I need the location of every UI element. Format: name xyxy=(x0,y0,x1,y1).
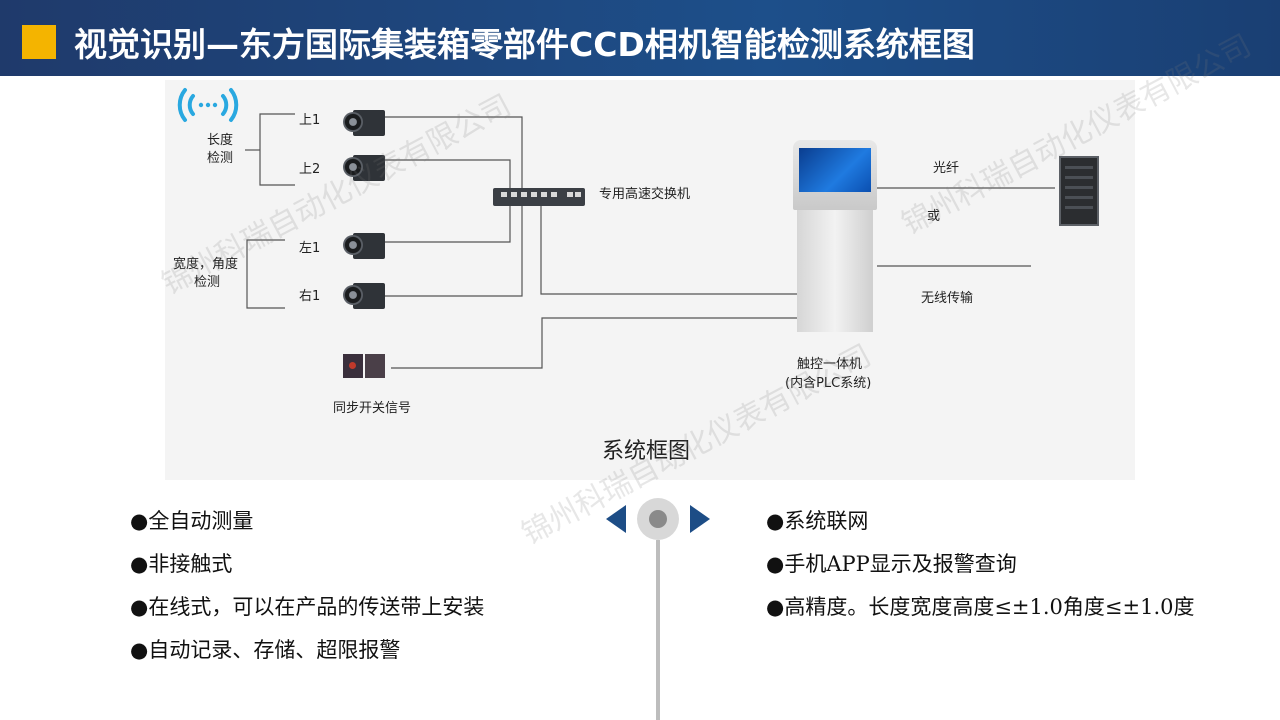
group-length-label-2: 检测 xyxy=(207,151,234,166)
features-left: ●全自动测量 ●非接触式 ●在线式，可以在产品的传送带上安装 ●自动记录、存储、… xyxy=(130,500,484,672)
terminal-label: 触控一体机 xyxy=(797,357,863,372)
bracket-length xyxy=(259,113,295,186)
line-cam-up1 xyxy=(385,116,523,188)
group-width-label-2: 检测 xyxy=(194,275,221,290)
server-rack-icon xyxy=(1059,156,1099,226)
photoelectric-sensor-icon xyxy=(343,352,387,380)
arrow-right-icon[interactable] xyxy=(690,505,710,533)
page-title: 视觉识别—东方国际集装箱零部件CCD相机智能检测系统框图 xyxy=(74,25,975,64)
camera-icon xyxy=(343,231,387,261)
nav-center-button[interactable] xyxy=(637,498,679,540)
sync-signal-label: 同步开关信号 xyxy=(333,401,412,416)
arrow-left-icon[interactable] xyxy=(606,505,626,533)
system-diagram: 长度 检测 宽度，角度 检测 上1 上2 左1 右1 专用高速交换机 同步开关信… xyxy=(165,80,1135,480)
bracket-width xyxy=(246,239,285,309)
square-icon xyxy=(22,25,56,59)
line-sensor-kiosk xyxy=(391,317,797,369)
network-switch-icon xyxy=(493,188,585,206)
feature-item: ●非接触式 xyxy=(130,552,233,576)
features-right: ●系统联网 ●手机APP显示及报警查询 ●高精度。长度宽度高度≤±1.0角度≤±… xyxy=(766,500,1195,629)
feature-item: ●高精度。长度宽度高度≤±1.0角度≤±1.0度 xyxy=(766,595,1195,619)
line-cam-right1 xyxy=(385,206,523,297)
feature-item: ●全自动测量 xyxy=(130,509,254,533)
camera-label-up1: 上1 xyxy=(299,113,321,128)
feature-item: ●手机APP显示及报警查询 xyxy=(766,552,1017,576)
feature-item: ●在线式，可以在产品的传送带上安装 xyxy=(130,595,485,619)
group-length-label-1: 长度 xyxy=(207,133,234,148)
touch-kiosk-icon xyxy=(793,140,877,332)
line-cam-left1 xyxy=(385,206,511,243)
wireless-label: 无线传输 xyxy=(921,291,974,306)
camera-label-right1: 右1 xyxy=(299,289,321,304)
camera-label-up2: 上2 xyxy=(299,162,321,177)
camera-icon xyxy=(343,153,387,183)
feature-item: ●自动记录、存储、超限报警 xyxy=(130,638,401,662)
or-label: 或 xyxy=(927,209,941,224)
camera-icon xyxy=(343,108,387,138)
camera-icon xyxy=(343,281,387,311)
wifi-signal-icon xyxy=(177,88,239,122)
terminal-sublabel: (内含PLC系统) xyxy=(785,376,872,391)
line-switch-kiosk xyxy=(540,206,797,295)
switch-label: 专用高速交换机 xyxy=(599,187,691,202)
header-bar: 视觉识别—东方国际集装箱零部件CCD相机智能检测系统框图 xyxy=(0,0,1280,76)
feature-item: ●系统联网 xyxy=(766,509,869,533)
vertical-divider xyxy=(656,540,660,720)
fiber-label: 光纤 xyxy=(933,161,960,176)
camera-label-left1: 左1 xyxy=(299,241,321,256)
diagram-caption: 系统框图 xyxy=(602,439,691,464)
line-cam-up2 xyxy=(385,159,511,188)
diagram-connections xyxy=(245,113,1055,369)
group-width-label-1: 宽度，角度 xyxy=(173,257,239,272)
